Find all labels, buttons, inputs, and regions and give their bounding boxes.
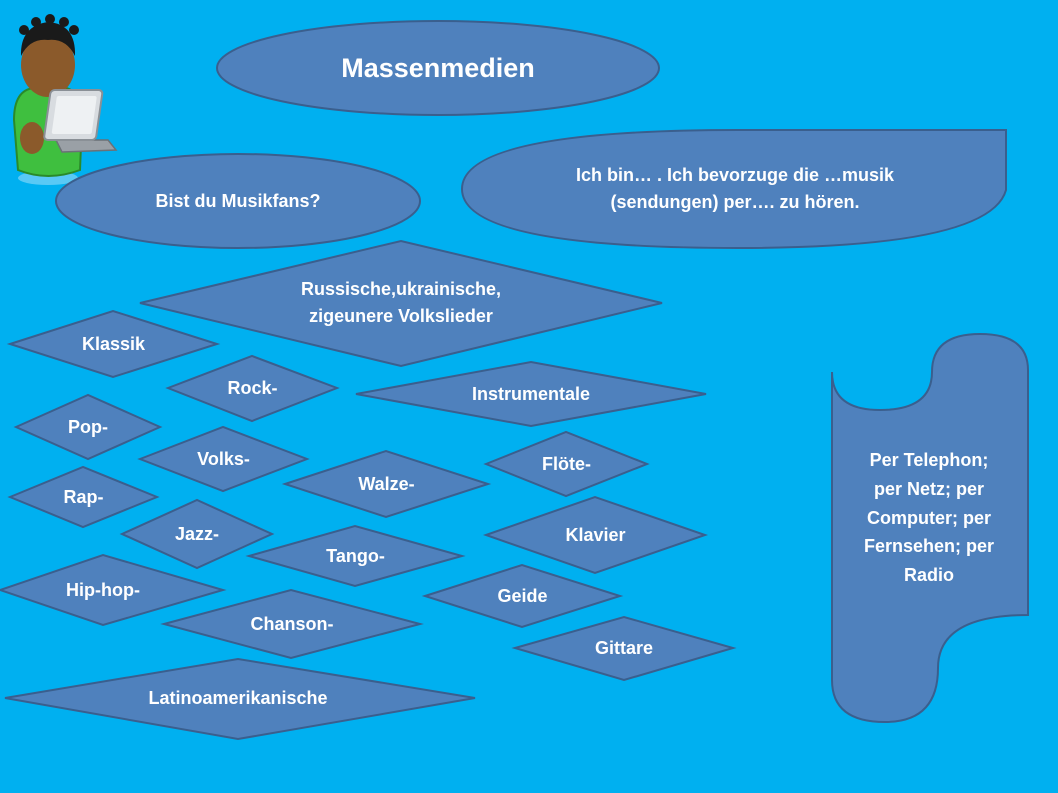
question-ellipse — [55, 153, 421, 249]
rock-diamond — [165, 354, 340, 423]
student-with-laptop-icon — [12, 14, 118, 185]
answer-shape — [460, 129, 1007, 250]
latino-diamond — [4, 657, 476, 741]
volks-diamond — [137, 425, 310, 493]
klassik-diamond — [6, 309, 221, 379]
media-scroll-shape — [831, 332, 1029, 724]
instrumentale-diamond — [355, 360, 707, 428]
tango-diamond — [245, 524, 466, 588]
floete-diamond — [483, 430, 650, 498]
folk-diamond — [139, 239, 663, 368]
jazz-diamond — [119, 498, 275, 570]
chanson-diamond — [160, 588, 424, 660]
klavier-diamond — [482, 495, 709, 575]
gittare-diamond — [511, 615, 737, 682]
geide-diamond — [421, 563, 624, 629]
walze-diamond — [281, 449, 492, 519]
rap-diamond — [7, 465, 160, 529]
title-ellipse — [216, 20, 660, 116]
hiphop-diamond — [0, 553, 227, 627]
pop-diamond — [13, 393, 163, 461]
